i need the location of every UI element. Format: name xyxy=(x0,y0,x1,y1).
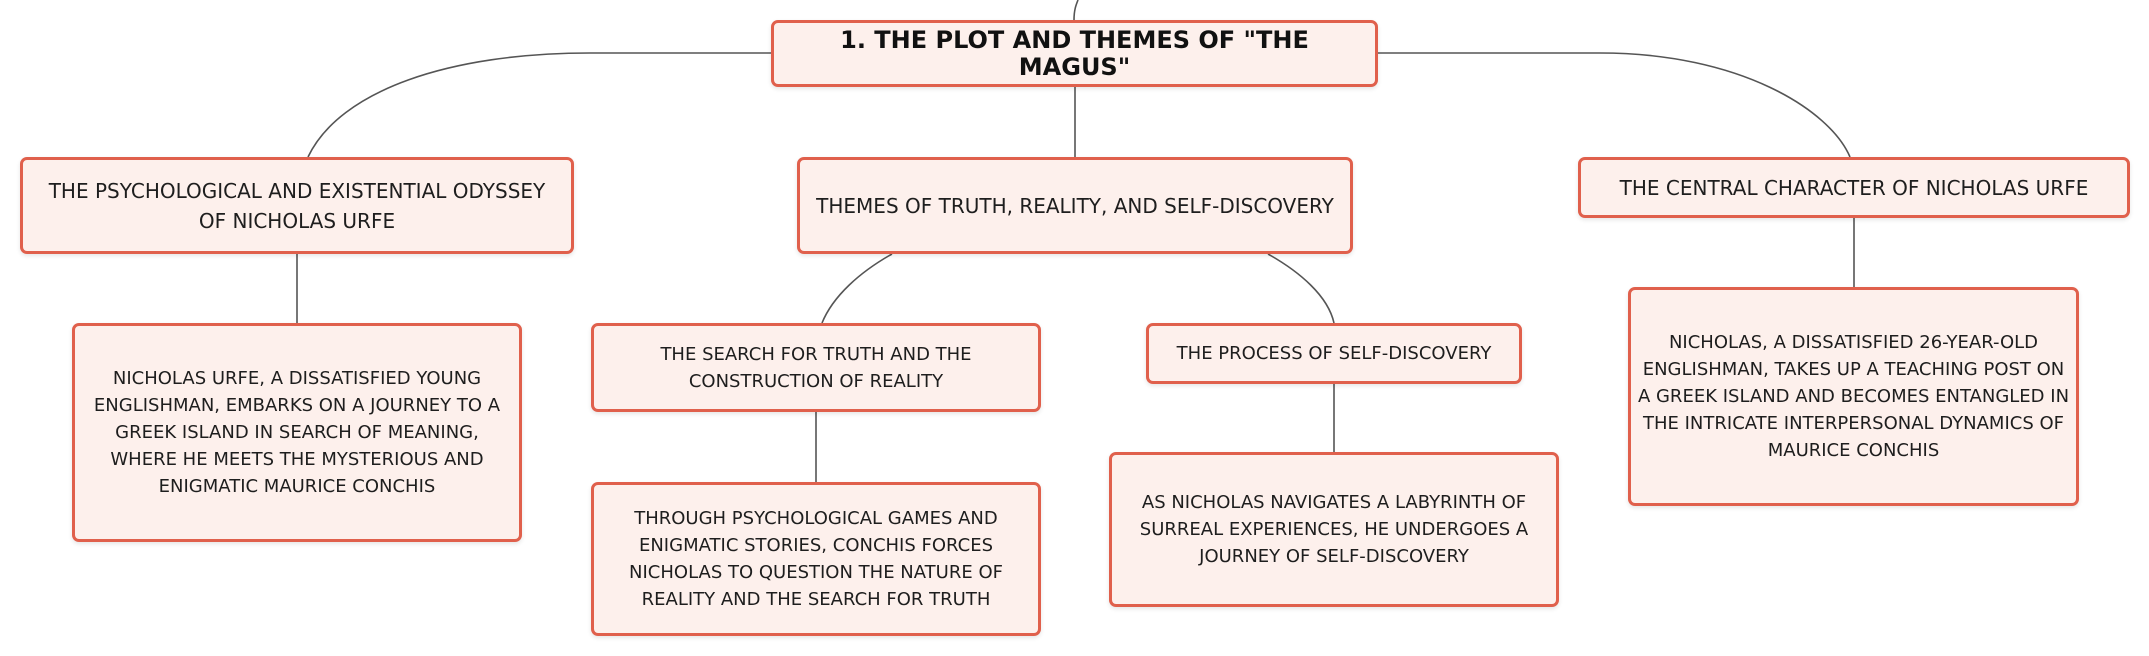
detail-character[interactable]: NICHOLAS, A DISSATISFIED 26-YEAR-OLD ENG… xyxy=(1628,287,2079,506)
root-node[interactable]: 1. THE PLOT AND THEMES OF "THE MAGUS" xyxy=(771,20,1378,87)
topic-character-label: THE CENTRAL CHARACTER OF NICHOLAS URFE xyxy=(1619,175,2089,200)
connector-root-to-odyssey xyxy=(307,52,771,158)
topic-odyssey[interactable]: THE PSYCHOLOGICAL AND EXISTENTIAL ODYSSE… xyxy=(20,157,574,254)
detail-search-truth[interactable]: THROUGH PSYCHOLOGICAL GAMES AND ENIGMATI… xyxy=(591,482,1041,636)
connector-root-to-character xyxy=(1378,52,1851,158)
subtopic-self-discovery[interactable]: THE PROCESS OF SELF-DISCOVERY xyxy=(1146,323,1522,384)
detail-search-truth-text: THROUGH PSYCHOLOGICAL GAMES AND ENIGMATI… xyxy=(629,508,1003,610)
detail-odyssey[interactable]: NICHOLAS URFE, A DISSATISFIED YOUNG ENGL… xyxy=(72,323,522,542)
subtopic-self-discovery-label: THE PROCESS OF SELF-DISCOVERY xyxy=(1176,343,1492,364)
detail-character-text: NICHOLAS, A DISSATISFIED 26-YEAR-OLD ENG… xyxy=(1637,332,2070,461)
connector-root-parent xyxy=(1073,0,1079,21)
subtopic-search-truth[interactable]: THE SEARCH FOR TRUTH AND THE CONSTRUCTIO… xyxy=(591,323,1041,412)
subtopic-search-truth-label: THE SEARCH FOR TRUTH AND THE CONSTRUCTIO… xyxy=(660,343,972,392)
topic-themes-label: THEMES OF TRUTH, REALITY, AND SELF-DISCO… xyxy=(816,193,1334,218)
detail-self-discovery-text: AS NICHOLAS NAVIGATES A LABYRINTH OF SUR… xyxy=(1139,492,1529,567)
detail-odyssey-text: NICHOLAS URFE, A DISSATISFIED YOUNG ENGL… xyxy=(93,368,501,497)
topic-character[interactable]: THE CENTRAL CHARACTER OF NICHOLAS URFE xyxy=(1578,157,2130,218)
detail-self-discovery[interactable]: AS NICHOLAS NAVIGATES A LABYRINTH OF SUR… xyxy=(1109,452,1559,607)
connector-themes-to-search xyxy=(821,253,893,324)
connector-themes-to-self-discovery xyxy=(1267,253,1335,324)
topic-themes[interactable]: THEMES OF TRUTH, REALITY, AND SELF-DISCO… xyxy=(797,157,1353,254)
topic-odyssey-label: THE PSYCHOLOGICAL AND EXISTENTIAL ODYSSE… xyxy=(48,178,546,233)
root-node-label: 1. THE PLOT AND THEMES OF "THE MAGUS" xyxy=(840,25,1309,81)
